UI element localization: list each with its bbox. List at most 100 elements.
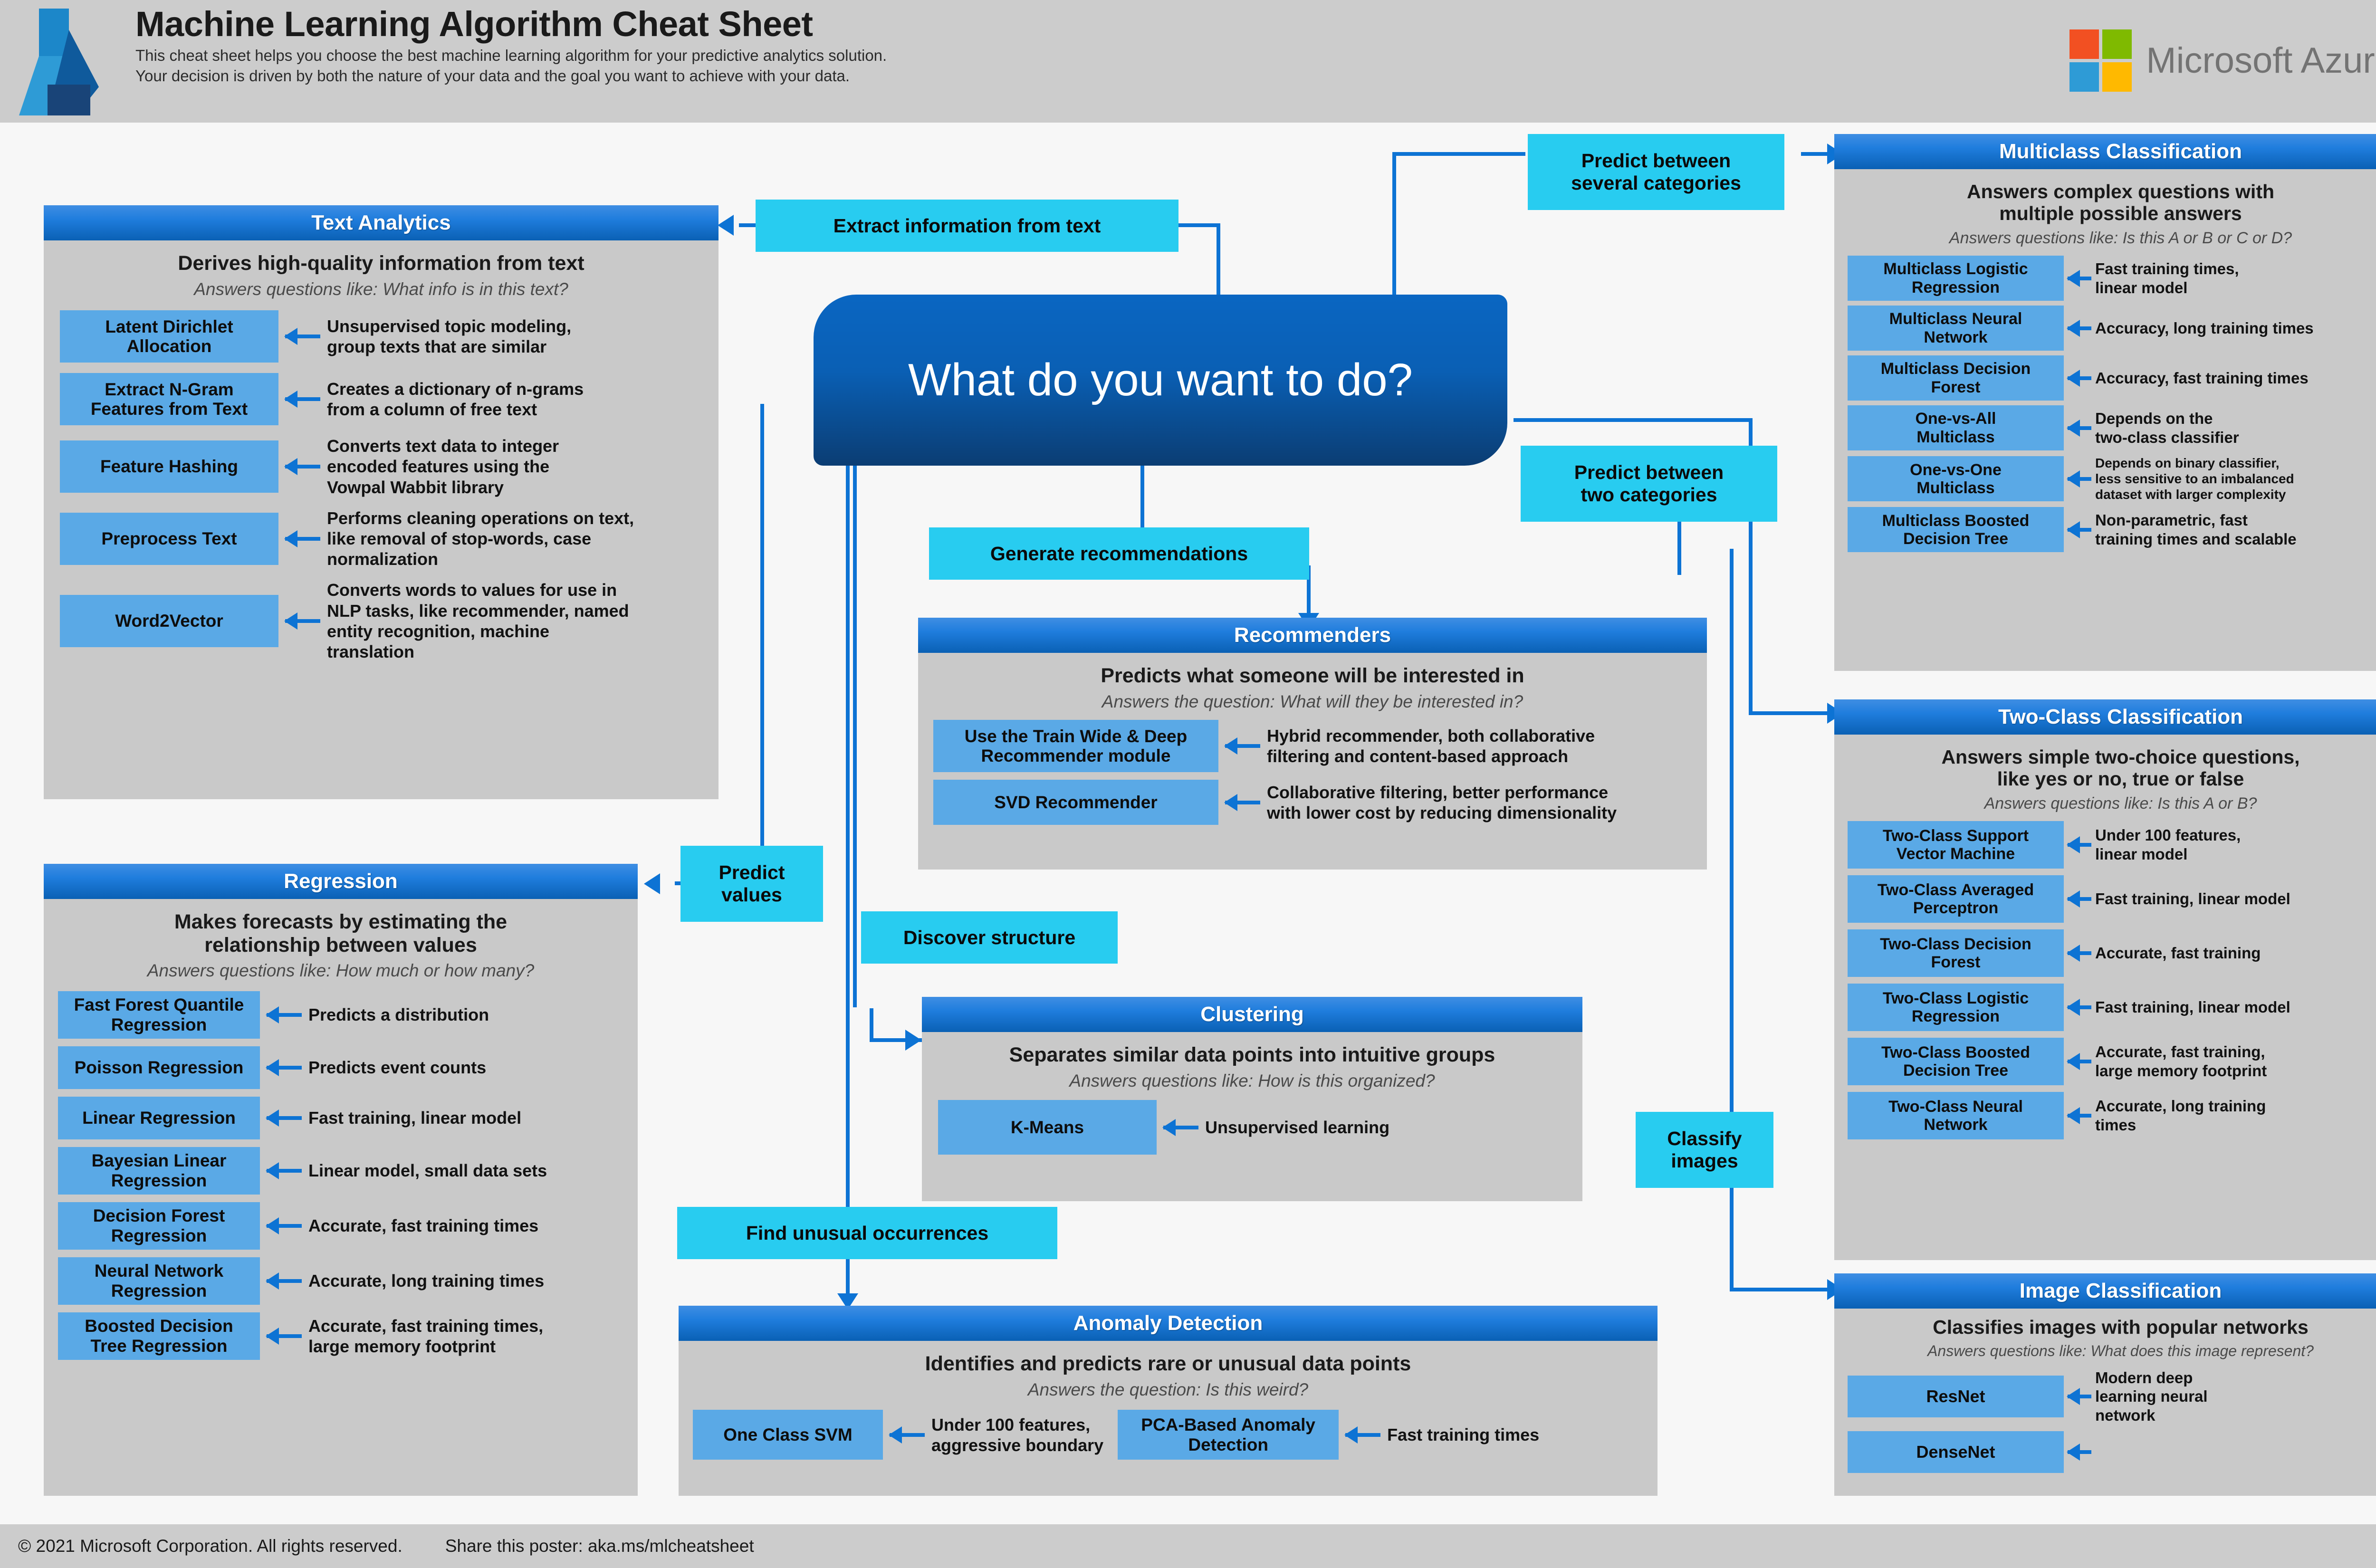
branch-find-unusual-occurrences[interactable]: Find unusual occurrences: [677, 1207, 1057, 1259]
algorithm-note: Fast training, linear model: [2095, 890, 2290, 908]
algorithm-note: Accuracy, fast training times: [2095, 369, 2309, 387]
microsoft-azure-wordmark: Microsoft Azure: [2146, 40, 2376, 81]
algorithm-box[interactable]: Boosted Decision Tree Regression: [58, 1312, 260, 1360]
algorithm-box[interactable]: DenseNet: [1848, 1431, 2064, 1473]
algorithm-box[interactable]: ResNet: [1848, 1375, 2064, 1417]
subtitle-line-2: Your decision is driven by both the natu…: [135, 67, 850, 85]
algorithm-box[interactable]: Word2Vector: [60, 594, 278, 647]
panel-description-regression: Makes forecasts by estimating the relati…: [174, 910, 508, 956]
algorithm-box[interactable]: Latent Dirichlet Allocation: [60, 310, 278, 363]
central-question-bubble: What do you want to do?: [814, 295, 1507, 466]
algorithm-row: DenseNet: [1834, 1431, 2376, 1473]
algorithm-box[interactable]: Multiclass Decision Forest: [1848, 355, 2064, 401]
algorithm-row: Bayesian Linear Regression Linear model,…: [44, 1147, 638, 1195]
branch-extract-information-from-text[interactable]: Extract information from text: [756, 200, 1178, 252]
algorithm-note: Predicts event counts: [308, 1058, 487, 1078]
panel-question-regression: Answers questions like: How much or how …: [147, 961, 535, 981]
algorithm-list-image-classification: ResNet Modern deep learning neural netwo…: [1834, 1360, 2376, 1484]
arrow-icon: [266, 1327, 302, 1345]
algorithm-row: Neural Network Regression Accurate, long…: [44, 1257, 638, 1305]
algorithm-box[interactable]: Decision Forest Regression: [58, 1202, 260, 1250]
algorithm-box[interactable]: Two-Class Decision Forest: [1848, 929, 2064, 977]
azure-logo-icon: [19, 9, 99, 115]
algorithm-box[interactable]: Two-Class Boosted Decision Tree: [1848, 1038, 2064, 1086]
algorithm-row: Decision Forest Regression Accurate, fas…: [44, 1202, 638, 1250]
panel-recommenders: Recommenders Predicts what someone will …: [918, 618, 1707, 870]
panel-description-anomaly-detection: Identifies and predicts rare or unusual …: [925, 1352, 1411, 1375]
algorithm-row: Latent Dirichlet Allocation Unsupervised…: [44, 310, 719, 363]
algorithm-row: Boosted Decision Tree Regression Accurat…: [44, 1312, 638, 1360]
algorithm-box[interactable]: Preprocess Text: [60, 512, 278, 565]
algorithm-note: Linear model, small data sets: [308, 1161, 547, 1181]
algorithm-box[interactable]: SVD Recommender: [933, 780, 1218, 825]
arrow-icon: [1224, 737, 1260, 755]
algorithm-box[interactable]: K-Means: [938, 1100, 1157, 1155]
algorithm-row: Two-Class Support Vector Machine Under 1…: [1834, 821, 2376, 869]
branch-generate-recommendations[interactable]: Generate recommendations: [929, 527, 1309, 580]
algorithm-note: Under 100 features, linear model: [2095, 826, 2241, 863]
algorithm-box[interactable]: One-vs-All Multiclass: [1848, 405, 2064, 451]
branch-predict-between-several-categories[interactable]: Predict between several categories: [1528, 134, 1784, 210]
algorithm-box[interactable]: One Class SVM: [693, 1410, 883, 1460]
panel-title-multiclass-classification: Multiclass Classification: [1834, 134, 2376, 169]
algorithm-note: Fast training, linear model: [308, 1108, 522, 1128]
panel-question-image-classification: Answers questions like: What does this i…: [1927, 1342, 2314, 1360]
arrow-icon: [284, 391, 320, 408]
algorithm-box[interactable]: Use the Train Wide & Deep Recommender mo…: [933, 720, 1218, 773]
arrow-icon: [2067, 836, 2091, 854]
panel-title-clustering: Clustering: [922, 997, 1582, 1032]
algorithm-box[interactable]: One-vs-One Multiclass: [1848, 456, 2064, 502]
arrow-icon: [266, 1272, 302, 1290]
arrow-icon: [1344, 1426, 1381, 1444]
algorithm-box[interactable]: Neural Network Regression: [58, 1257, 260, 1305]
arrow-icon: [2067, 890, 2091, 908]
arrow-icon: [2067, 419, 2091, 437]
algorithm-row: ResNet Modern deep learning neural netwo…: [1834, 1368, 2376, 1425]
algorithm-box[interactable]: Multiclass Boosted Decision Tree: [1848, 507, 2064, 553]
arrow-icon: [284, 328, 320, 345]
algorithm-row: Fast Forest Quantile Regression Predicts…: [44, 991, 638, 1039]
arrow-icon: [889, 1426, 925, 1444]
share-link-text[interactable]: Share this poster: aka.ms/mlcheatsheet: [445, 1536, 754, 1556]
algorithm-box[interactable]: Linear Regression: [58, 1096, 260, 1139]
branch-classify-images[interactable]: Classify images: [1636, 1112, 1773, 1188]
panel-description-two-class-classification: Answers simple two-choice questions, lik…: [1941, 746, 2300, 790]
panel-title-two-class-classification: Two-Class Classification: [1834, 699, 2376, 735]
branch-discover-structure[interactable]: Discover structure: [861, 911, 1118, 964]
algorithm-box[interactable]: Two-Class Averaged Perceptron: [1848, 875, 2064, 923]
algorithm-box[interactable]: Two-Class Support Vector Machine: [1848, 821, 2064, 869]
algorithm-box[interactable]: Two-Class Neural Network: [1848, 1092, 2064, 1140]
branch-predict-values[interactable]: Predict values: [680, 846, 823, 922]
arrow-icon: [2067, 521, 2091, 538]
arrow-icon: [2067, 1107, 2091, 1125]
algorithm-note: Predicts a distribution: [308, 1005, 489, 1025]
algorithm-box[interactable]: Feature Hashing: [60, 440, 278, 493]
algorithm-note: Accuracy, long training times: [2095, 319, 2314, 337]
algorithm-box[interactable]: Fast Forest Quantile Regression: [58, 991, 260, 1039]
algorithm-note: Accurate, fast training times: [308, 1216, 539, 1236]
algorithm-box[interactable]: Bayesian Linear Regression: [58, 1147, 260, 1195]
panel-question-recommenders: Answers the question: What will they be …: [1102, 691, 1523, 711]
algorithm-row: One Class SVM Under 100 features, aggres…: [679, 1410, 1657, 1460]
algorithm-box[interactable]: Poisson Regression: [58, 1046, 260, 1089]
algorithm-note: Accurate, fast training times, large mem…: [308, 1316, 544, 1356]
algorithm-row: Two-Class Neural Network Accurate, long …: [1834, 1092, 2376, 1140]
microsoft-logo-icon: [2069, 29, 2132, 92]
panel-description-clustering: Separates similar data points into intui…: [1009, 1043, 1495, 1066]
algorithm-list-clustering: K-Means Unsupervised learning: [922, 1090, 1582, 1165]
algorithm-box[interactable]: Multiclass Logistic Regression: [1848, 256, 2064, 301]
panel-regression: Regression Makes forecasts by estimating…: [44, 864, 638, 1496]
algorithm-list-text-analytics: Latent Dirichlet Allocation Unsupervised…: [44, 299, 719, 683]
arrow-icon: [284, 612, 320, 630]
algorithm-box[interactable]: Extract N-Gram Features from Text: [60, 373, 278, 426]
panel-description-text-analytics: Derives high-quality information from te…: [178, 252, 584, 275]
algorithm-note: Collaborative filtering, better performa…: [1267, 782, 1617, 822]
algorithm-box[interactable]: Multiclass Neural Network: [1848, 306, 2064, 351]
panel-question-multiclass-classification: Answers questions like: Is this A or B o…: [1949, 229, 2292, 247]
algorithm-row: Two-Class Decision Forest Accurate, fast…: [1834, 929, 2376, 977]
algorithm-note: Fast training, linear model: [2095, 998, 2290, 1016]
algorithm-box[interactable]: Two-Class Logistic Regression: [1848, 984, 2064, 1032]
arrow-icon: [2067, 1053, 2091, 1071]
algorithm-box[interactable]: PCA-Based Anomaly Detection: [1118, 1410, 1339, 1460]
branch-predict-between-two-categories[interactable]: Predict between two categories: [1521, 446, 1777, 522]
